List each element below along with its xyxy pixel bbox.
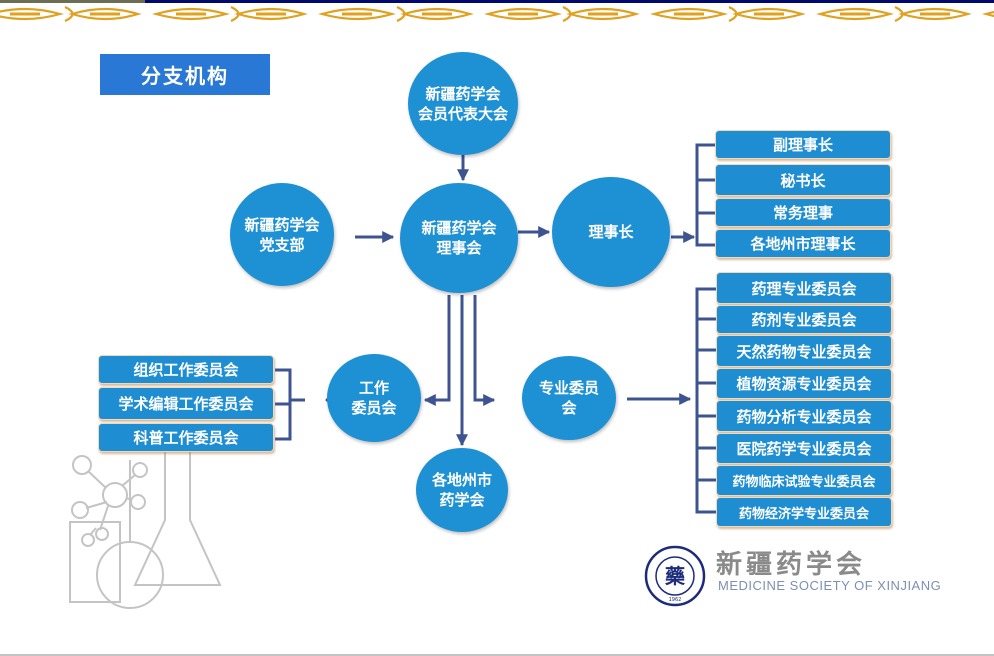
node-party-branch: 新疆药学会 党支部 (230, 183, 334, 286)
role-box: 秘书长 (715, 164, 891, 196)
section-title: 分支机构 (100, 54, 270, 95)
ornamental-border (0, 6, 994, 22)
arrow-council-to-work (423, 295, 451, 406)
professional-committee-box: 植物资源专业委员会 (716, 368, 892, 399)
society-name-en: MEDICINE SOCIETY OF XINJIANG (718, 578, 942, 593)
top-banner (0, 0, 994, 3)
society-seal-logo: 藥 1962 (644, 545, 706, 607)
work-committee-box: 科普工作委员会 (98, 423, 274, 452)
node-local-societies: 各地州市 药学会 (416, 448, 508, 532)
footer-divider (0, 654, 994, 656)
node-council-label: 新疆药学会 理事会 (421, 219, 497, 257)
professional-committee-box: 药理专业委员会 (716, 272, 892, 304)
work-bracket (275, 368, 305, 441)
professional-committee-box: 药物分析专业委员会 (716, 400, 892, 432)
node-professional-committee-label: 专业委员 会 (538, 379, 599, 417)
node-local-societies-label: 各地州市 药学会 (431, 471, 492, 509)
node-congress: 新疆药学会 会员代表大会 (408, 52, 518, 155)
role-box: 常务理事 (715, 198, 891, 227)
node-congress-label: 新疆药学会 会员代表大会 (417, 84, 508, 123)
roles-bracket (695, 143, 715, 247)
role-box: 各地州市理事长 (715, 229, 891, 258)
work-committee-box: 组织工作委员会 (98, 355, 274, 384)
professional-committee-box: 药物临床试验专业委员会 (716, 465, 892, 496)
professional-bracket (695, 287, 716, 514)
node-work-committee-label: 工作 委员会 (351, 379, 397, 417)
arrow-council-to-professional (473, 295, 496, 406)
seal-year: 1962 (669, 597, 682, 603)
seal-glyph: 藥 (664, 564, 686, 588)
professional-committee-box: 天然药物专业委员会 (716, 335, 892, 367)
node-party-branch-label: 新疆药学会 党支部 (244, 215, 320, 254)
node-chairman: 理事长 (552, 177, 670, 287)
professional-committee-box: 药物经济学专业委员会 (716, 497, 892, 527)
role-box: 副理事长 (715, 130, 891, 159)
society-name-cn: 新疆药学会 (716, 550, 867, 580)
banner-photo (0, 0, 145, 3)
professional-committee-box: 药剂专业委员会 (716, 305, 892, 334)
node-work-committee: 工作 委员会 (327, 354, 421, 442)
professional-committee-box: 医院药学专业委员会 (716, 433, 892, 464)
node-council: 新疆药学会 理事会 (400, 183, 518, 293)
work-committee-box: 学术编辑工作委员会 (98, 387, 274, 420)
lab-flask-illustration (69, 440, 222, 609)
node-chairman-label: 理事长 (588, 223, 634, 241)
node-professional-committee: 专业委员 会 (522, 356, 616, 440)
